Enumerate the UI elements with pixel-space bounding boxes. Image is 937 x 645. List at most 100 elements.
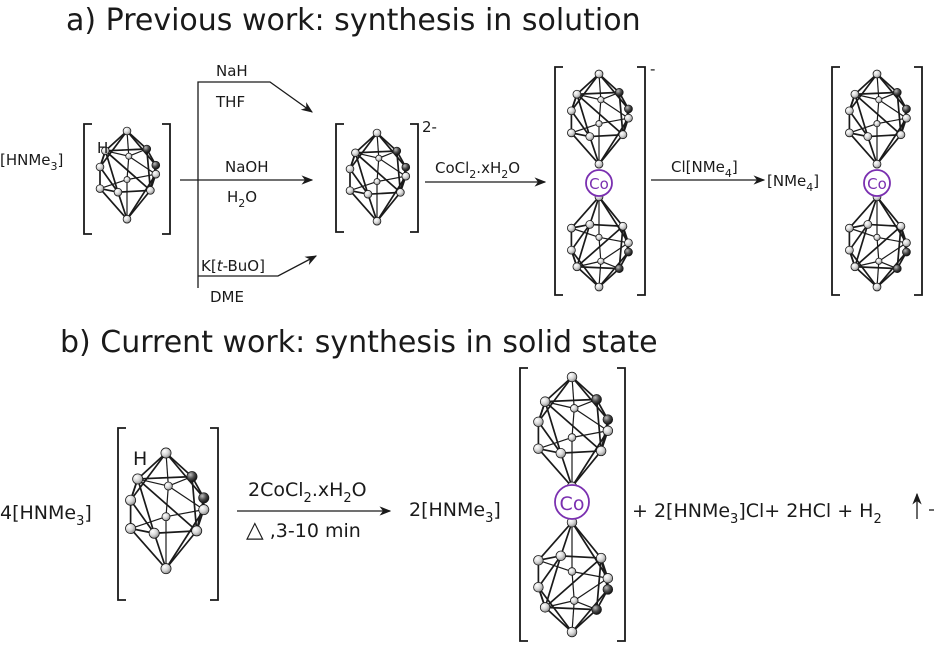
cage-bond [126,130,157,166]
cage-bond [545,398,597,403]
boron-atom [863,220,873,229]
lower-cluster-complex-a [567,192,633,292]
cage-bond [576,93,591,137]
cage-bond [537,521,573,561]
cage-bond-back [849,123,878,134]
arrow-route-bottom [198,255,318,277]
cage-bond [576,73,600,95]
boron-atom [618,130,628,140]
cage-bond-back [376,175,406,183]
cage-bond [537,421,562,454]
cage-bond [570,132,600,165]
cage-bond-back [849,227,878,238]
cage-bond-back [165,509,204,518]
cage-bond-back [126,156,130,180]
bracket-left-start-a [83,123,92,235]
cage-bond-back [878,99,907,119]
cobalt-atom-b [554,484,590,520]
cage-bond [355,150,397,154]
cage-bond [876,251,908,288]
boron-atom [902,113,911,123]
bracket-left-start-b [117,427,126,601]
cage-bond [876,73,908,110]
bridging-h-bond [137,476,192,480]
boron-atom [539,396,551,407]
cage-bond-back [598,237,602,262]
cobalt-atom-product-a [863,169,891,197]
boron-atom [555,447,567,459]
boron-atom [567,223,576,233]
cage-bond [588,196,600,225]
cage-bond [99,166,119,193]
cage-bond [570,223,591,251]
cage-bond [854,225,902,268]
carbon-atom [392,146,402,156]
boron-atom [872,282,882,292]
cage-bond [576,266,600,288]
reagent-cocl2-b: 2CoCl2.xH2O [248,479,367,506]
cage-bond [876,117,908,165]
cage-bond-back [571,571,575,601]
boron-atom [125,152,133,160]
cage-bond [598,196,630,244]
cobalt-label-b: Co [560,493,585,515]
cage-bond [848,73,878,112]
cage-bond-back [349,181,378,192]
boron-atom [863,132,873,141]
cage-bond [570,249,600,288]
upper-cluster-product-b [533,371,614,492]
boron-atom [594,69,604,79]
dianion-charge: 2- [422,118,437,136]
route-top-line1: NaH [216,62,248,80]
boron-atom [345,186,355,195]
boron-atom [396,188,405,197]
upper-cluster-complex-a [567,69,633,169]
boron-atom [567,128,576,138]
cage-bond [854,93,869,137]
boron-atom [872,69,882,79]
boron-atom [345,164,355,174]
boron-atom [95,162,105,172]
arrow-route-top [197,81,313,288]
cage-bond [598,73,630,110]
cobalt-atom-a [585,169,613,197]
cage-bond [576,225,624,268]
boron-atom [125,523,137,534]
carbon-atom [902,247,911,257]
carbon-atom [902,104,911,114]
bracket-left-product-a [831,66,840,296]
bracket-right-product-a [914,66,923,296]
cage-bond [129,527,167,570]
cage-bond-back [130,516,167,530]
boron-atom [373,178,381,186]
cage-bond [848,110,869,138]
boron-atom [570,596,579,605]
boron-atom [146,186,155,195]
cage-bond [876,196,908,244]
product-cation-a: [NMe4] [767,172,819,194]
boron-atom [122,214,132,224]
boron-atom [567,245,576,255]
boron-atom [363,189,373,199]
bracket-right-product-b [617,367,626,642]
boron-atom [148,527,160,539]
route-mid-line2: H2O [227,188,257,210]
boron-atom [351,148,360,158]
cobalt-label-product-a: Co [867,175,887,193]
cage-bond [854,93,902,136]
boron-atom [533,416,544,428]
lower-cluster-product-a [845,192,911,292]
cage-bond-back [165,452,169,487]
reagent-cocl2-a: CoCl2.xH2O [435,159,520,181]
carbon-atom [591,394,602,405]
cage-bond [129,499,155,534]
cage-bond [129,452,167,501]
boron-atom [570,404,579,413]
boron-atom [566,371,578,383]
cage-bond-back [571,570,608,579]
cage-bond [848,196,878,229]
cage-bond [99,188,128,220]
boron-atom [585,220,595,229]
boron-atom [161,512,171,522]
cage-bond-back [128,155,157,175]
